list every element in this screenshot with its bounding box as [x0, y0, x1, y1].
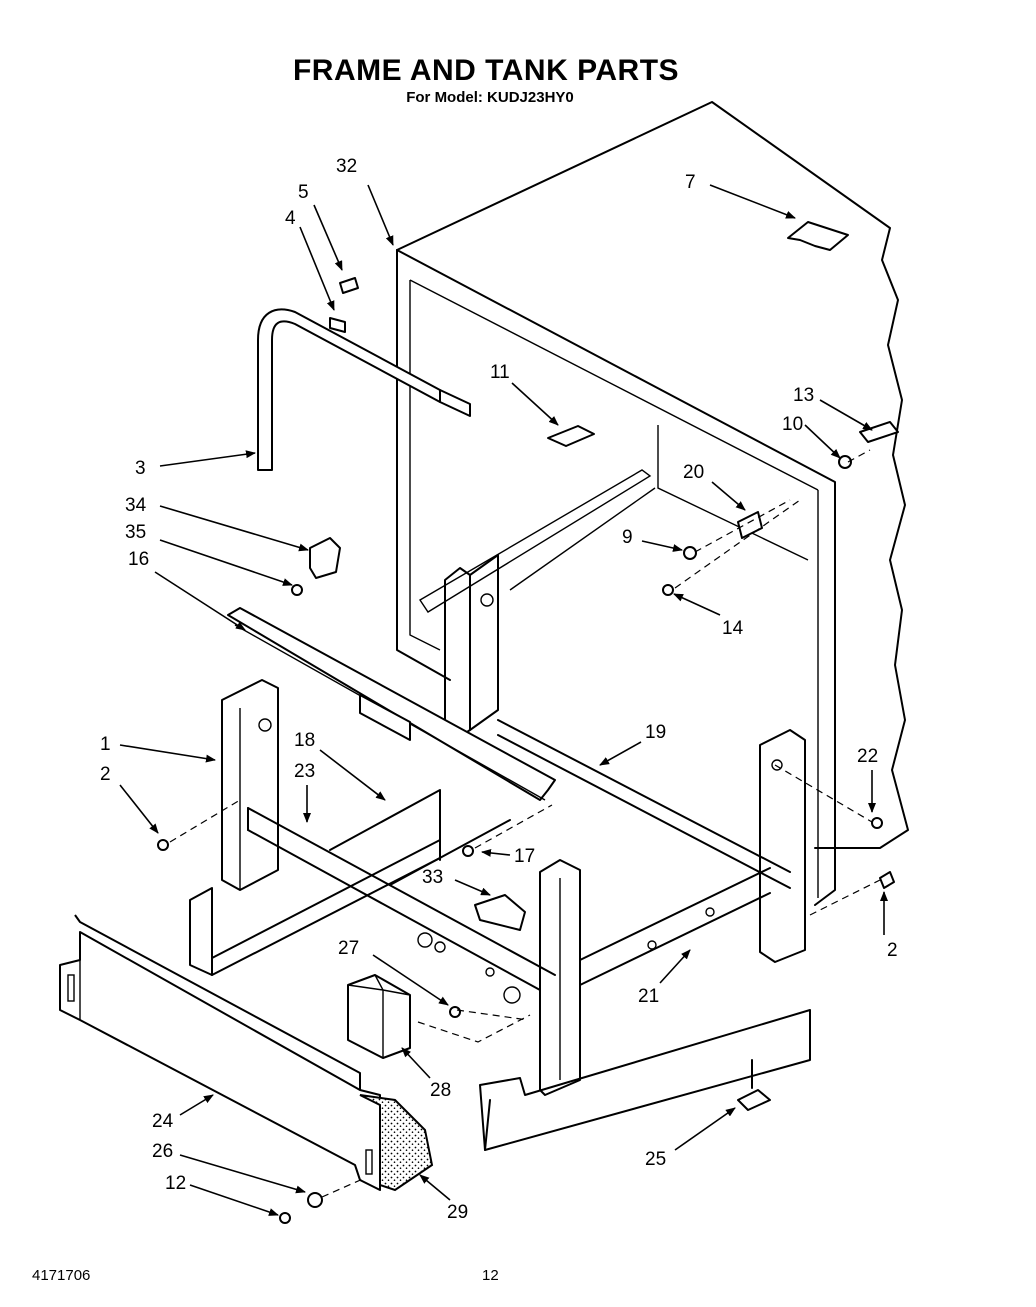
- label-4: 4: [285, 208, 296, 229]
- label-22: 22: [857, 746, 878, 767]
- label-19: 19: [645, 722, 666, 743]
- label-24: 24: [152, 1111, 174, 1132]
- label-32: 32: [336, 156, 357, 177]
- label-10: 10: [782, 414, 803, 435]
- label-14: 14: [722, 618, 744, 639]
- part-16-rail: [227, 607, 556, 801]
- label-33: 33: [422, 867, 443, 888]
- label-29: 29: [447, 1202, 468, 1223]
- label-9: 9: [622, 527, 633, 548]
- part-3-4-strips: [257, 308, 471, 471]
- part-28-box: [347, 974, 411, 1059]
- model-subtitle: For Model: KUDJ23HY0: [406, 89, 574, 106]
- label-34: 34: [125, 495, 147, 516]
- hardware: [157, 221, 899, 1224]
- label-20: 20: [683, 462, 704, 483]
- document-number: 4171706: [32, 1267, 91, 1284]
- label-13: 13: [793, 385, 814, 406]
- tank: [396, 101, 909, 906]
- page-title: FRAME AND TANK PARTS: [292, 54, 680, 87]
- label-1: 1: [100, 734, 111, 755]
- leader-lines: [119, 184, 888, 1216]
- label-23: 23: [294, 761, 315, 782]
- label-12: 12: [165, 1173, 186, 1194]
- label-16: 16: [128, 549, 149, 570]
- part-24-toe-panel: [59, 914, 381, 1191]
- label-27: 27: [338, 938, 359, 959]
- frame: [189, 554, 811, 1151]
- label-11: 11: [490, 362, 510, 383]
- label-5: 5: [298, 182, 309, 203]
- label-3: 3: [135, 458, 146, 479]
- label-2-left: 2: [100, 764, 111, 785]
- fastener-paths: [169, 449, 881, 1198]
- label-17: 17: [514, 846, 535, 867]
- part-29-block: [359, 1094, 434, 1192]
- label-35: 35: [125, 522, 146, 543]
- label-21: 21: [638, 986, 659, 1007]
- label-28: 28: [430, 1080, 451, 1101]
- label-2-right: 2: [887, 940, 898, 961]
- label-26: 26: [152, 1141, 173, 1162]
- part-number-labels: 32 5 4 7 11 13 10 3 20 34 9 35 16 14 19 …: [100, 156, 898, 1223]
- label-18: 18: [294, 730, 315, 751]
- label-7: 7: [685, 172, 696, 193]
- label-25: 25: [645, 1149, 666, 1170]
- page-number: 12: [482, 1267, 499, 1284]
